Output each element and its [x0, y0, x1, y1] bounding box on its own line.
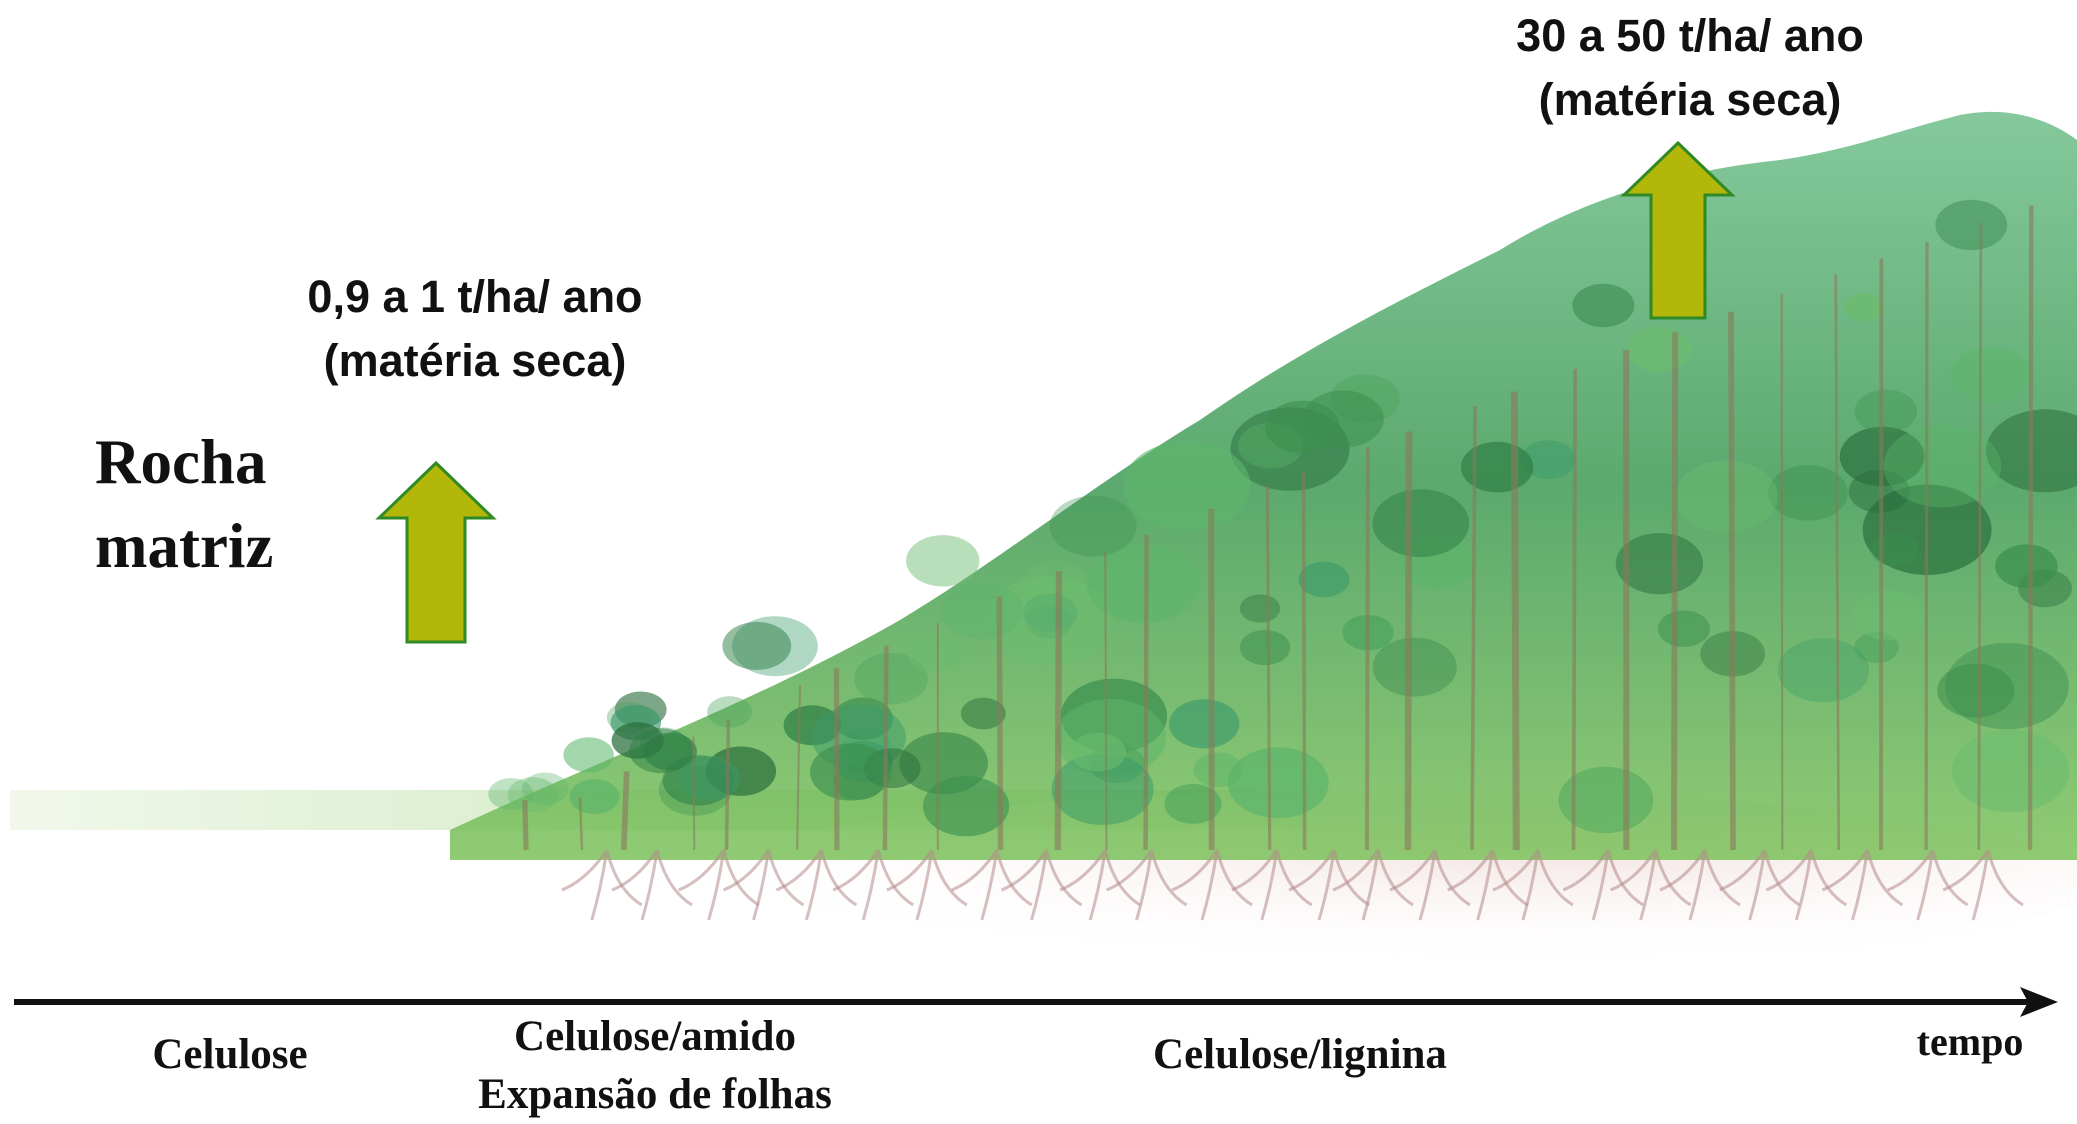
tree-trunk — [1408, 431, 1409, 850]
root-cluster — [612, 850, 692, 920]
foliage-blob — [722, 622, 791, 670]
foliage-blob — [1995, 544, 2057, 588]
foliage-blob — [1675, 460, 1778, 532]
tree-trunk — [693, 737, 694, 850]
foliage-blob — [1935, 200, 2007, 250]
top-left-annotation: 0,9 a 1 t/ha/ ano (matéria seca) — [255, 265, 695, 393]
foliage-blob — [1658, 610, 1710, 647]
tree-trunk — [1514, 392, 1516, 851]
tree-trunk — [1574, 369, 1576, 850]
tree-trunk — [1674, 332, 1675, 850]
foliage-blob — [1778, 638, 1869, 702]
foliage-blob — [1461, 442, 1533, 493]
foliage-blob — [570, 779, 620, 814]
foliage-blob — [1194, 752, 1244, 787]
foliage-blob — [1071, 733, 1126, 772]
foliage-blob — [629, 728, 693, 773]
tree-trunk — [885, 646, 887, 850]
foliage-blob — [563, 737, 613, 772]
foliage-blob — [1050, 496, 1137, 557]
tree-trunk — [1731, 312, 1733, 850]
tree-trunk — [1304, 472, 1305, 850]
top-right-line2: (matéria seca) — [1460, 68, 1920, 132]
stage-label-celulose-amido: Celulose/amido Expansão de folhas — [440, 1008, 870, 1124]
top-right-line1: 30 a 50 t/ha/ ano — [1460, 4, 1920, 68]
foliage-blob — [1302, 391, 1384, 448]
foliage-blob — [1299, 562, 1350, 598]
top-left-line2: (matéria seca) — [255, 329, 695, 393]
foliage-blob — [1169, 699, 1239, 748]
stage-label-celulose-lignina: Celulose/lignina — [1100, 1030, 1500, 1079]
tree-trunk — [1105, 552, 1106, 850]
foliage-blob — [522, 773, 568, 805]
up-arrow-left — [379, 463, 493, 642]
foliage-blob — [1572, 284, 1634, 327]
top-left-line1: 0,9 a 1 t/ha/ ano — [255, 265, 695, 329]
tree-trunk — [1367, 447, 1368, 850]
foliage-blob — [1087, 544, 1201, 623]
tree-trunk — [727, 720, 729, 851]
stage-label-celulose: Celulose — [110, 1030, 350, 1079]
foliage-blob — [1228, 747, 1329, 818]
axis-end-label: tempo — [1890, 1018, 2050, 1065]
top-right-annotation: 30 a 50 t/ha/ ano (matéria seca) — [1460, 4, 1920, 132]
foliage-blob — [1855, 390, 1917, 434]
tree-trunk — [1782, 294, 1783, 850]
tree-trunk — [624, 772, 627, 851]
foliage-blob — [1373, 638, 1457, 697]
foliage-blob — [1240, 594, 1280, 622]
tree-trunk — [525, 800, 526, 850]
foliage-blob — [941, 582, 1023, 639]
tree-trunk — [1146, 535, 1147, 850]
foliage-blob — [1883, 425, 2001, 507]
foliage-blob — [1853, 590, 1925, 641]
foliage-blob — [907, 633, 964, 673]
foliage-blob — [1871, 533, 1919, 566]
foliage-blob — [1123, 441, 1251, 530]
stage-celulose-amido-label: Celulose/amido — [440, 1008, 870, 1066]
foliage-blob — [810, 743, 892, 800]
foliage-blob — [1844, 293, 1884, 321]
foliage-blob — [1950, 347, 2029, 403]
tree-trunk — [2030, 206, 2031, 850]
tree-trunk — [1926, 242, 1927, 850]
foliage-blob — [1945, 643, 2069, 730]
foliage-blob — [1240, 630, 1290, 665]
foliage-blob — [1372, 489, 1469, 557]
foliage-blob — [923, 776, 1009, 836]
tree-trunk — [1211, 509, 1212, 850]
tree-trunk — [999, 596, 1000, 850]
tree-trunk — [1058, 571, 1059, 850]
foliage-blob — [1952, 730, 2069, 812]
rock-label: Rocha matriz — [95, 420, 273, 588]
foliage-blob — [906, 535, 979, 586]
rock-line2: matriz — [95, 504, 273, 588]
root-cluster — [562, 850, 642, 920]
foliage-blob — [1627, 327, 1691, 372]
rock-line1: Rocha — [95, 420, 273, 504]
stage-celulose-amido-sub: Expansão de folhas — [440, 1066, 870, 1124]
